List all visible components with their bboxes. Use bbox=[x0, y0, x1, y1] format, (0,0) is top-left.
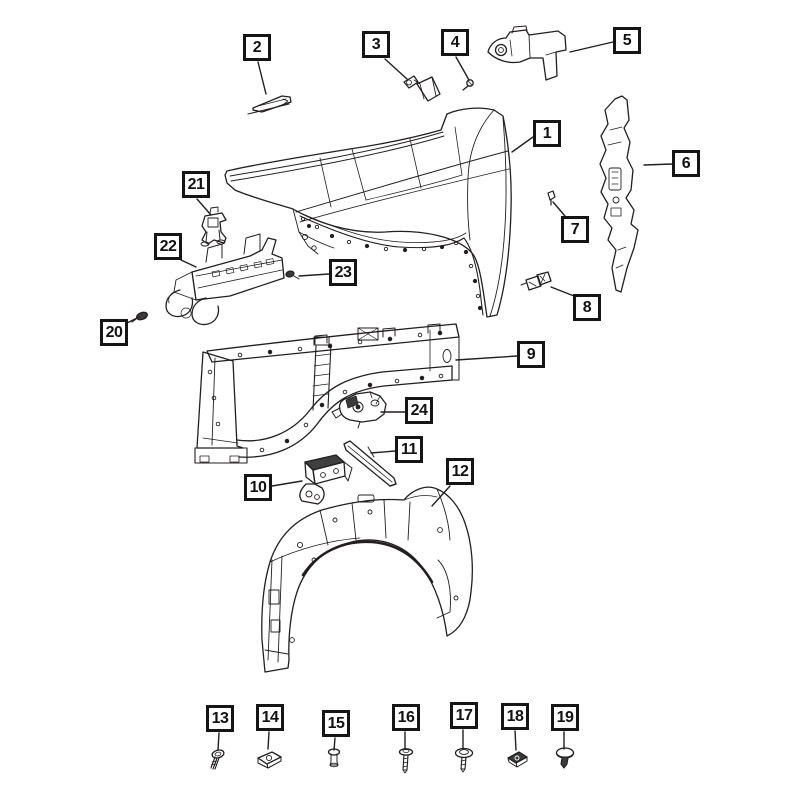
leader-line-12 bbox=[432, 486, 450, 506]
callout-3[interactable]: 3 bbox=[362, 31, 390, 58]
callout-24[interactable]: 24 bbox=[405, 397, 433, 424]
callout-number: 3 bbox=[371, 35, 381, 53]
leader-line-14 bbox=[268, 732, 269, 749]
leader-line-21 bbox=[197, 199, 211, 215]
part-rivet-23 bbox=[285, 270, 299, 279]
part-support-rail bbox=[195, 324, 459, 463]
leader-line-9 bbox=[456, 356, 517, 360]
fastener-screw-13 bbox=[211, 749, 225, 769]
part-brace-rod bbox=[344, 441, 396, 486]
callout-4[interactable]: 4 bbox=[441, 29, 469, 56]
callout-1[interactable]: 1 bbox=[533, 120, 561, 147]
callout-21[interactable]: 21 bbox=[182, 171, 210, 198]
leader-line-15 bbox=[334, 738, 335, 750]
callout-number: 16 bbox=[397, 708, 415, 726]
leader-line-7 bbox=[553, 202, 565, 216]
leader-line-3 bbox=[385, 59, 407, 79]
leader-line-10 bbox=[272, 481, 302, 486]
leader-line-23 bbox=[299, 274, 329, 276]
part-bracket-stand bbox=[201, 207, 226, 246]
callout-23[interactable]: 23 bbox=[329, 259, 357, 286]
fastener-u-nut-14 bbox=[258, 752, 281, 768]
part-latch-assembly bbox=[332, 392, 386, 428]
callout-13[interactable]: 13 bbox=[206, 705, 234, 732]
fastener-screw-16 bbox=[400, 749, 413, 773]
callout-16[interactable]: 16 bbox=[392, 704, 420, 731]
part-screw-4 bbox=[463, 80, 473, 90]
part-side-baffle bbox=[600, 96, 638, 292]
leader-line-4 bbox=[456, 57, 469, 80]
callout-number: 4 bbox=[450, 33, 460, 51]
part-fastener-7 bbox=[548, 191, 555, 205]
part-fender-support-bracket bbox=[488, 26, 566, 80]
callout-6[interactable]: 6 bbox=[672, 150, 700, 177]
callout-number: 22 bbox=[159, 237, 177, 255]
leader-line-1 bbox=[512, 137, 533, 152]
fastener-rivet-15 bbox=[329, 749, 340, 767]
callout-number: 1 bbox=[542, 124, 552, 142]
part-front-fender bbox=[225, 108, 511, 317]
part-lower-bracket-assembly bbox=[166, 234, 284, 325]
callout-10[interactable]: 10 bbox=[244, 474, 272, 501]
leader-line-2 bbox=[258, 62, 266, 94]
callout-number: 6 bbox=[681, 154, 691, 172]
leader-line-11 bbox=[371, 451, 395, 453]
callout-number: 18 bbox=[506, 707, 524, 725]
callout-18[interactable]: 18 bbox=[501, 703, 529, 730]
callout-8[interactable]: 8 bbox=[573, 294, 601, 321]
leader-line-22 bbox=[181, 260, 196, 267]
callout-14[interactable]: 14 bbox=[256, 704, 284, 731]
callout-number: 23 bbox=[334, 263, 352, 281]
callout-7[interactable]: 7 bbox=[561, 216, 589, 243]
callout-number: 10 bbox=[249, 478, 267, 496]
callout-9[interactable]: 9 bbox=[517, 341, 545, 368]
callout-number: 21 bbox=[187, 175, 205, 193]
leader-lines bbox=[127, 42, 672, 750]
callout-number: 20 bbox=[105, 323, 123, 341]
leader-line-18 bbox=[515, 731, 516, 750]
callout-number: 13 bbox=[211, 709, 229, 727]
callout-number: 12 bbox=[451, 462, 469, 480]
callout-number: 8 bbox=[582, 298, 592, 316]
callout-number: 2 bbox=[252, 38, 262, 56]
fastener-snap-nut-18 bbox=[508, 752, 527, 767]
callout-11[interactable]: 11 bbox=[395, 436, 423, 463]
leader-line-8 bbox=[551, 287, 574, 296]
callout-15[interactable]: 15 bbox=[322, 710, 350, 737]
callout-22[interactable]: 22 bbox=[154, 233, 182, 260]
fastener-push-retainer-19 bbox=[557, 748, 574, 768]
callout-20[interactable]: 20 bbox=[100, 319, 128, 346]
callout-2[interactable]: 2 bbox=[243, 34, 271, 61]
callout-number: 7 bbox=[570, 220, 580, 238]
callout-number: 24 bbox=[410, 401, 428, 419]
callout-17[interactable]: 17 bbox=[450, 702, 478, 729]
part-wheel-liner bbox=[262, 487, 473, 672]
part-cowl-trim-strip bbox=[248, 96, 291, 114]
leader-line-20 bbox=[127, 317, 139, 323]
callout-number: 14 bbox=[261, 708, 279, 726]
part-retainer-clip bbox=[521, 272, 551, 290]
leader-line-6 bbox=[644, 164, 672, 165]
callout-number: 15 bbox=[327, 714, 345, 732]
leader-line-5 bbox=[570, 42, 613, 52]
callout-number: 5 bbox=[622, 31, 632, 49]
callout-5[interactable]: 5 bbox=[613, 27, 641, 54]
leader-line-13 bbox=[218, 733, 219, 750]
callout-19[interactable]: 19 bbox=[551, 704, 579, 731]
callout-number: 11 bbox=[401, 440, 417, 458]
callout-number: 19 bbox=[556, 708, 574, 726]
part-support-bracket-10 bbox=[300, 455, 352, 504]
callout-12[interactable]: 12 bbox=[446, 458, 474, 485]
part-upper-bracket bbox=[404, 76, 440, 101]
callout-number: 9 bbox=[526, 345, 536, 363]
callout-number: 17 bbox=[455, 706, 473, 724]
fastener-washer-screw-17 bbox=[456, 749, 473, 773]
part-push-pin-20 bbox=[132, 311, 148, 322]
